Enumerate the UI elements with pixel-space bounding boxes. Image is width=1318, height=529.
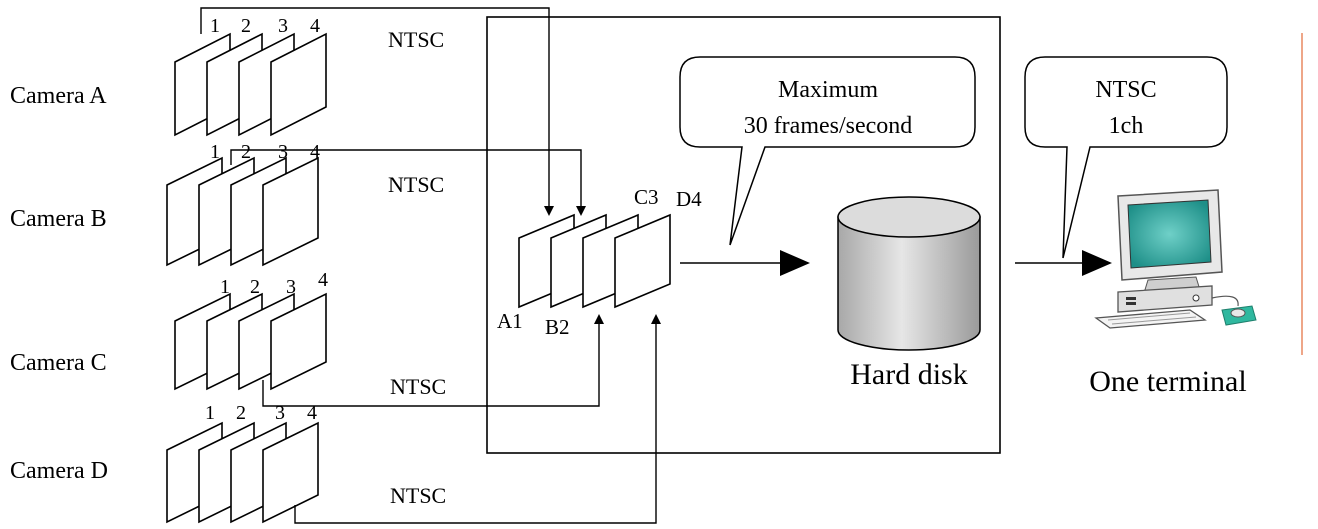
keyboard-keys [1107, 312, 1191, 321]
frame-a4 [270, 32, 327, 137]
hard-disk-label: Hard disk [850, 358, 967, 391]
output-callout-bubble [1024, 56, 1228, 259]
hard-disk-body [837, 216, 981, 351]
frame-number: 3 [278, 15, 288, 37]
camera-label: Camera D [10, 458, 108, 484]
camera-label: Camera C [10, 350, 107, 376]
camera-label: Camera B [10, 206, 107, 232]
frame-number: 2 [250, 276, 260, 298]
mux-label: A1 [497, 309, 523, 333]
output-line2: 1ch [1109, 113, 1144, 139]
wire-camera-c [262, 314, 604, 407]
frame-number: 3 [278, 141, 288, 163]
wire-camera-d [294, 314, 661, 524]
frame-number: 2 [241, 141, 251, 163]
wire-camera-a [200, 7, 554, 216]
frame-rate-callout-bubble [679, 56, 976, 246]
camera-c-group: Camera C 1 2 3 4 NTSC [10, 269, 446, 399]
frame-number: 1 [210, 15, 220, 37]
multiplexed-frames: A1 B2 C3 D4 [497, 185, 702, 339]
camera-label: Camera A [10, 83, 107, 109]
ntsc-label: NTSC [390, 483, 446, 508]
drive-slot [1126, 302, 1136, 305]
camera-b-group: Camera B 1 2 3 4 NTSC [10, 141, 444, 267]
output-callout: NTSC 1ch [1024, 56, 1228, 259]
recorder-box [486, 16, 1001, 454]
mux-frame-d4 [614, 213, 671, 309]
ntsc-label: NTSC [390, 374, 446, 399]
frame-d4 [262, 421, 319, 524]
frame-b4 [262, 156, 319, 267]
drive-slot [1126, 297, 1136, 300]
ntsc-label: NTSC [388, 27, 444, 52]
frame-number: 2 [241, 15, 251, 37]
frame-number: 4 [318, 269, 328, 291]
computer-terminal-icon: One terminal [1089, 189, 1257, 398]
frame-number: 4 [310, 15, 320, 37]
mouse-icon [1230, 308, 1246, 318]
mux-label: B2 [545, 315, 570, 339]
frame-c4 [270, 292, 327, 391]
wire-camera-b [230, 149, 586, 216]
frame-number: 1 [220, 276, 230, 298]
mouse-cable [1211, 295, 1239, 307]
mux-label: D4 [676, 187, 702, 211]
frame-number: 3 [275, 402, 285, 424]
hard-disk-top [837, 196, 981, 238]
keyboard-keys [1111, 316, 1197, 325]
output-line1: NTSC [1095, 77, 1156, 103]
frame-number: 4 [307, 402, 317, 424]
mux-label: C3 [634, 185, 659, 209]
terminal-label: One terminal [1089, 365, 1246, 398]
frame-number: 1 [210, 141, 220, 163]
frame-rate-callout: Maximum 30 frames/second [679, 56, 976, 246]
power-button-icon [1192, 294, 1200, 302]
frame-number: 2 [236, 402, 246, 424]
hard-disk: Hard disk [837, 196, 981, 391]
frame-number: 4 [310, 141, 320, 163]
frame-rate-line1: Maximum [778, 77, 878, 103]
computer-base-icon [1117, 285, 1213, 313]
camera-a-group: Camera A 1 2 3 4 NTSC [10, 15, 444, 137]
frame-rate-line2: 30 frames/second [744, 113, 913, 139]
frame-number: 3 [286, 276, 296, 298]
frame-number: 1 [205, 402, 215, 424]
ntsc-label: NTSC [388, 172, 444, 197]
camera-d-group: Camera D 1 2 3 4 NTSC [10, 402, 446, 524]
monitor-screen [1127, 199, 1212, 269]
